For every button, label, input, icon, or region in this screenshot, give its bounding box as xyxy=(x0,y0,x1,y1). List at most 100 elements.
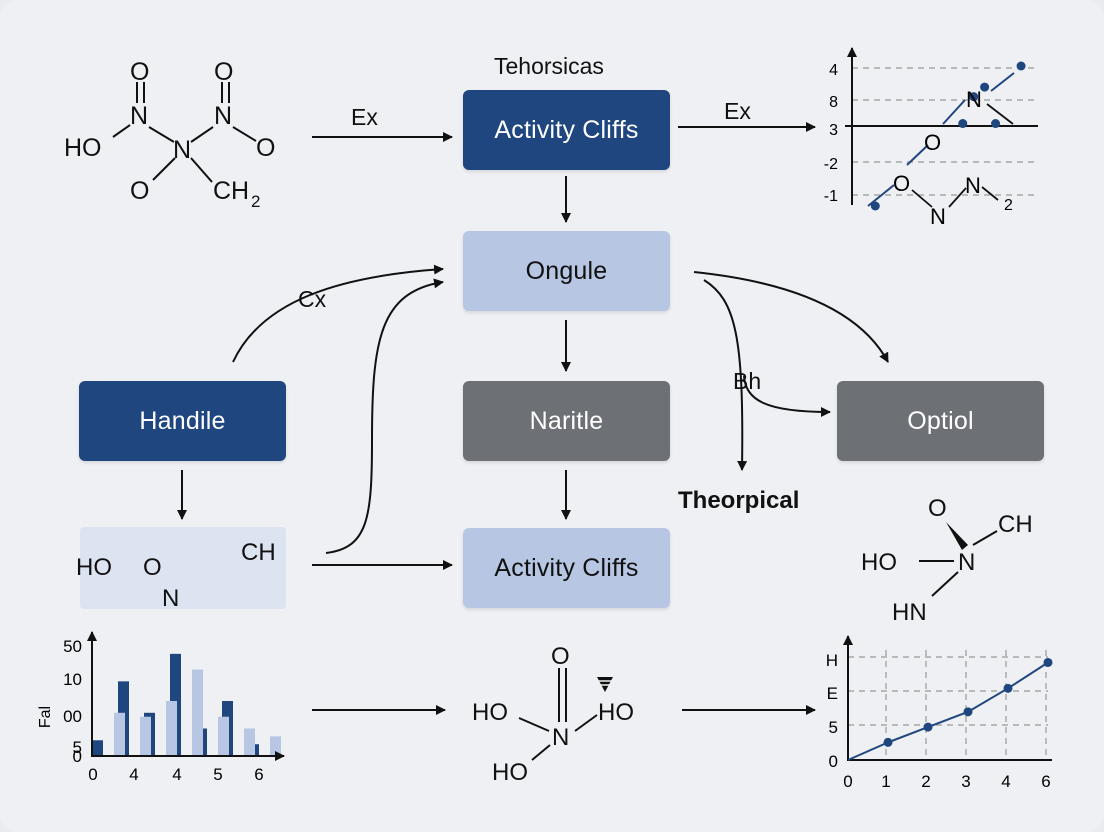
scatter-point-2 xyxy=(969,92,979,102)
line-gridlines xyxy=(848,650,1048,760)
atom-ho-left: HO xyxy=(472,699,508,726)
line-x-tick-3: 3 xyxy=(961,772,970,791)
stereo-wedge-hash xyxy=(598,680,612,686)
line-point-2 xyxy=(923,722,933,732)
scatter-points xyxy=(870,61,1026,211)
bar-dark-0 xyxy=(92,740,103,756)
line-x-tick-5: 6 xyxy=(1041,772,1050,791)
activity-cliffs-bottom-box[interactable]: Activity Cliffs xyxy=(463,528,670,608)
atom-n2: N xyxy=(214,102,232,130)
edge-label-cx: Cx xyxy=(298,286,327,312)
atom-ch: CH xyxy=(213,177,249,205)
atom-o: O xyxy=(928,495,947,522)
bar-x-tick-2: 4 xyxy=(172,765,181,784)
scatter-series-lines xyxy=(867,72,1015,207)
scatter-label-o-upper: O xyxy=(924,130,941,155)
scatter-gridlines xyxy=(852,67,1036,196)
line-point-5 xyxy=(1043,657,1053,667)
bar-light-1 xyxy=(140,716,151,756)
bar-light-2 xyxy=(166,701,177,756)
bar-x-tick-1: 4 xyxy=(129,765,138,784)
line-x-tick-0: 0 xyxy=(843,772,852,791)
molecule-right: O CH HO N HN xyxy=(861,495,1033,626)
curve-handile-to-ongule xyxy=(232,264,444,363)
line-chart: H E 5 0 0 1 2 3 4 6 xyxy=(826,635,1053,791)
scatter-inline-bonds xyxy=(911,103,1014,208)
line-y-tick-1: E xyxy=(827,684,838,703)
edge-label-bh: Bh xyxy=(733,368,762,394)
ongule-box[interactable]: Ongule xyxy=(463,231,670,311)
diagram-title: Tehorsicas xyxy=(494,53,604,79)
scatter-point-1 xyxy=(958,119,968,129)
curve-panel-to-ongule xyxy=(325,278,444,554)
atom-o-low: O xyxy=(130,177,149,205)
line-y-tick-3: 0 xyxy=(829,752,838,771)
scatter-chart: 4 8 3 -2 -1 N O O N N 2 xyxy=(824,47,1038,229)
bar-light-4 xyxy=(218,716,229,756)
scatter-point-5 xyxy=(1016,61,1026,71)
edge-label-ex-right: Ex xyxy=(724,98,751,124)
scatter-label-o-lower: O xyxy=(893,171,910,196)
atom-hn: HN xyxy=(892,599,927,626)
molecule-panel: HO O CH N xyxy=(76,527,286,612)
line-x-tick-2: 2 xyxy=(921,772,930,791)
atom-ch: CH xyxy=(241,539,276,566)
scatter-label-n-lower: N xyxy=(930,204,946,229)
handile-box[interactable]: Handile xyxy=(79,381,286,461)
atom-n1: N xyxy=(130,102,148,130)
curve-bh-to-optiol xyxy=(743,375,831,417)
line-x-tick-1: 1 xyxy=(881,772,890,791)
molecule-right-bonds xyxy=(919,522,998,597)
molecule-top-left-bonds xyxy=(112,82,257,183)
atom-n: N xyxy=(552,724,569,751)
scatter-y-tick-1: 8 xyxy=(829,94,838,111)
edge-label-ex-left: Ex xyxy=(351,104,378,130)
curve-ongule-to-theorpical xyxy=(703,279,748,471)
bar-y-tick-2: 00 xyxy=(63,707,82,726)
naritle-box[interactable]: Naritle xyxy=(463,381,670,461)
scatter-y-tick-4: -1 xyxy=(824,188,838,205)
atom-ch-subscript: 2 xyxy=(251,192,260,211)
curved-arrows xyxy=(232,264,889,554)
activity-cliffs-top-box[interactable]: Activity Cliffs xyxy=(463,90,670,170)
atom-n-center: N xyxy=(173,136,191,164)
bar-y-tick-3: 5 xyxy=(73,738,82,757)
atom-ho-right: HO xyxy=(598,699,634,726)
scatter-y-tick-2: 3 xyxy=(829,122,838,139)
atom-o1: O xyxy=(130,58,149,86)
scatter-label-n-right: N xyxy=(965,173,981,198)
molecule-top-left: O N O N O HO N O CH 2 xyxy=(64,58,275,211)
scatter-y-tick-3: -2 xyxy=(824,156,838,173)
bar-chart: 50 10 00 5 0 Fal 0 4 4 5 6 xyxy=(37,631,285,784)
line-x-tick-4: 4 xyxy=(1001,772,1010,791)
line-y-tick-0: H xyxy=(826,651,838,670)
scatter-label-n: N xyxy=(966,87,982,112)
bar-light-6 xyxy=(270,736,281,756)
bar-y-tick-1: 10 xyxy=(63,670,82,689)
scatter-point-3 xyxy=(980,82,990,92)
scatter-label-subscript: 2 xyxy=(1004,197,1013,214)
line-series xyxy=(847,661,1049,761)
bar-light-5 xyxy=(244,728,255,756)
bar-light-3 xyxy=(192,669,203,756)
scatter-point-0 xyxy=(870,201,880,211)
atom-ho: HO xyxy=(76,554,112,581)
atom-o3: O xyxy=(256,134,275,162)
atom-o2: O xyxy=(214,58,233,86)
optiol-box[interactable]: Optiol xyxy=(837,381,1044,461)
scatter-y-tick-0: 4 xyxy=(829,62,838,79)
molecule-bottom-center: O HO N HO HO xyxy=(472,643,634,786)
atom-n: N xyxy=(958,549,975,576)
bar-x-tick-0: 0 xyxy=(88,765,97,784)
line-point-1 xyxy=(883,737,893,747)
line-y-tick-2: 5 xyxy=(829,718,838,737)
atom-o: O xyxy=(551,643,570,670)
line-point-4 xyxy=(1003,683,1013,693)
curve-ongule-to-optiol xyxy=(693,271,889,363)
bar-x-tick-4: 6 xyxy=(254,765,263,784)
bar-y-tick-4: 0 xyxy=(73,747,82,766)
molecule-bottom-center-bonds xyxy=(518,668,598,761)
atom-ho: HO xyxy=(64,134,102,162)
